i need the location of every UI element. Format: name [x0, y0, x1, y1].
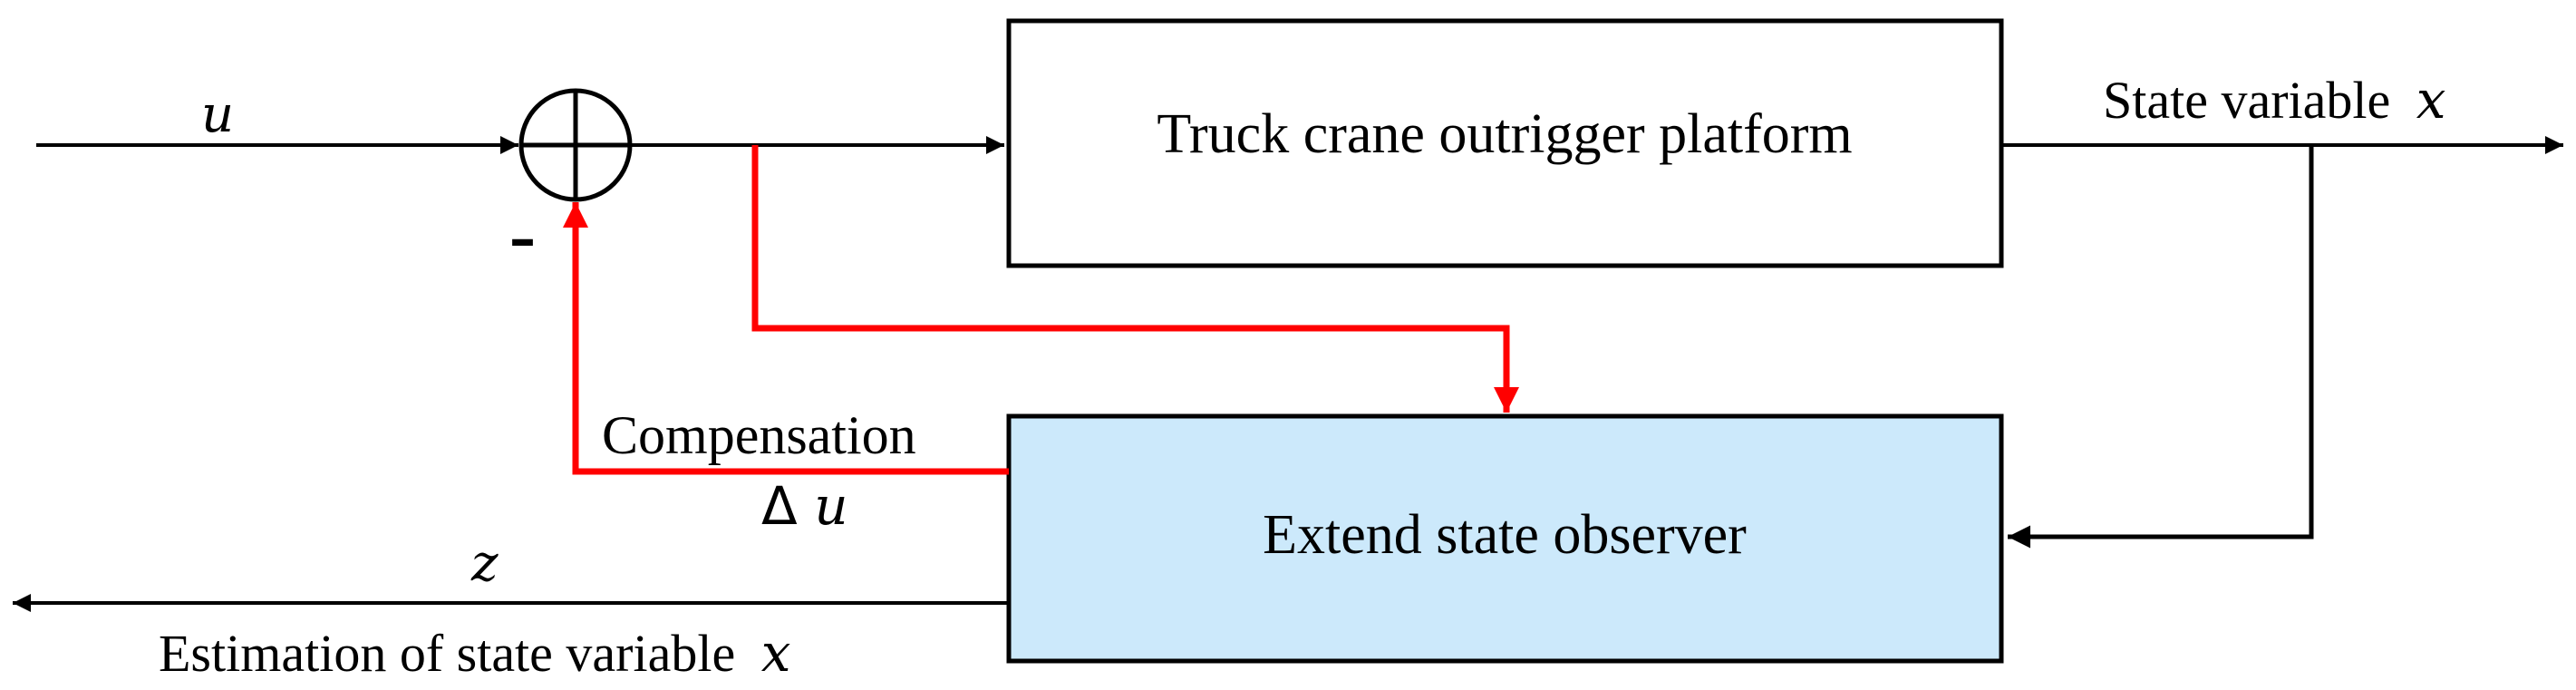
observer-block: [1006, 413, 2004, 664]
compensation-delta: Δ: [761, 475, 798, 537]
input-symbol: u: [201, 85, 234, 144]
state-output-label: State variable x: [2103, 69, 2445, 131]
minus-sign: –: [509, 208, 536, 269]
compensation-symbol: u: [814, 475, 847, 537]
estimate-label-text: Estimation of state variable: [159, 624, 735, 683]
estimate-label-symbol: x: [761, 622, 791, 684]
control-to-observer-line: [751, 145, 1519, 413]
state-output-symbol: x: [2416, 69, 2446, 131]
state-feedback-line: [2008, 145, 2314, 549]
summing-junction: [518, 88, 633, 202]
estimate-label: Estimation of state variable x: [159, 622, 790, 684]
observer-label: Extend state observer: [1263, 504, 1747, 566]
state-output-text: State variable: [2103, 71, 2390, 130]
estimate-symbol: z: [470, 534, 499, 593]
plant-label: Truck crane outrigger platform: [1157, 103, 1852, 165]
compensation-line: [563, 202, 1009, 475]
plant-block: [1006, 18, 2004, 268]
compensation-label: Compensation: [602, 405, 916, 465]
compensation-symbol-group: Δ u: [761, 475, 848, 537]
